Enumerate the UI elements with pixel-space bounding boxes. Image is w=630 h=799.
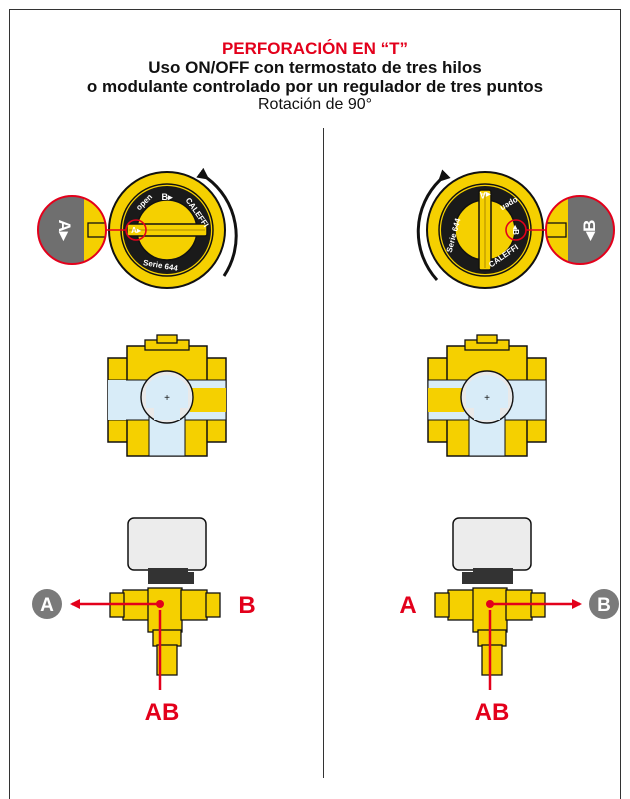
left-closed-port-label: B (238, 592, 255, 619)
diagram-drawing: B▸ A▸ CALEFFI Serie 644 open A▸ + (32, 167, 619, 726)
right-zoom-detail: ◂B (545, 195, 615, 265)
right-common-port-label: AB (475, 699, 510, 726)
left-outlet-letter: A (40, 595, 54, 616)
right-knob-mark-b: ◂B (511, 224, 520, 235)
title: PERFORACIÓN EN “T” (221, 39, 409, 58)
left-knob-mark-b: B▸ (161, 192, 172, 202)
header: PERFORACIÓN EN “T” Uso ON/OFF con termos… (0, 40, 630, 114)
diagram-frame (9, 9, 621, 799)
right-knob: ◂A ◂B CALEFFI Serie 644 open (426, 171, 548, 289)
right-outlet-letter: B (597, 595, 611, 616)
left-zoom-label: A▸ (55, 220, 74, 242)
left-valve-section: + (107, 334, 227, 457)
left-rotation-arrow-icon (196, 167, 238, 277)
right-valve-assembly (434, 517, 582, 690)
rotation-note: Rotación de 90° (257, 96, 373, 113)
left-common-port-label: AB (145, 699, 180, 726)
right-closed-port-label: A (399, 592, 416, 619)
subtitle-line-1: Uso ON/OFF con termostato de tres hilos (148, 58, 482, 77)
left-outlet-badge: A (32, 589, 62, 619)
svg-text:+: + (484, 393, 490, 404)
left-zoom-detail: A▸ (37, 195, 107, 265)
right-zoom-label: ◂B (580, 220, 599, 242)
right-rotation-arrow-icon (416, 169, 451, 282)
right-outlet-badge: B (589, 589, 619, 619)
left-knob-mark-a: A▸ (131, 226, 142, 235)
left-knob: B▸ A▸ CALEFFI Serie 644 open (107, 171, 226, 289)
subtitle-line-2: o modulante controlado por un regulador … (86, 77, 544, 96)
panel-divider (323, 128, 324, 778)
right-valve-section: + (427, 334, 547, 457)
right-knob-mark-a: ◂A (479, 190, 492, 200)
svg-text:+: + (164, 393, 170, 404)
left-valve-assembly (70, 517, 221, 690)
